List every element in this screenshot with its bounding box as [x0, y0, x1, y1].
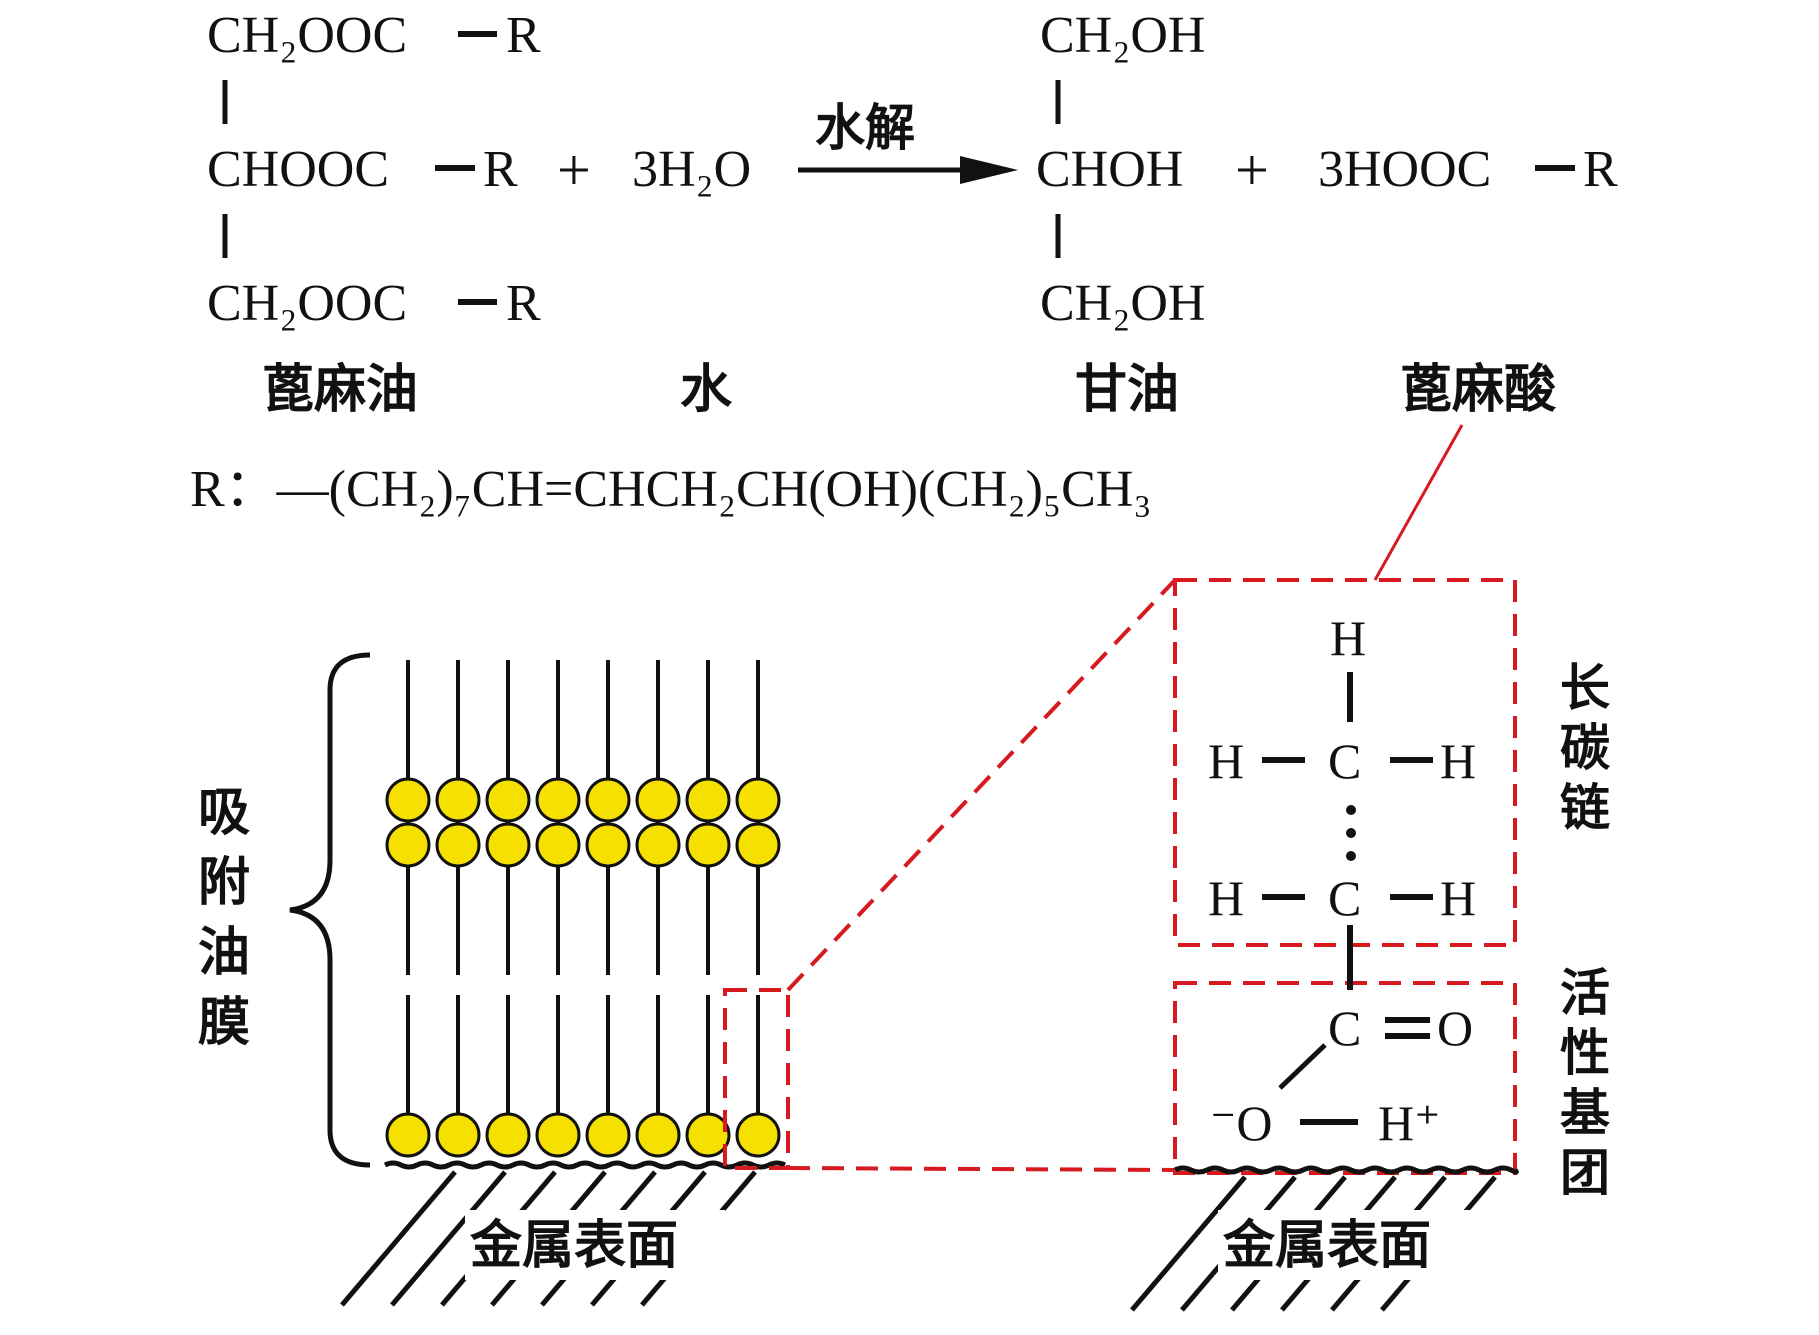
bond-line	[1278, 1043, 1327, 1090]
label-backdrop	[1218, 1210, 1478, 1280]
reactant-top-R: R	[506, 7, 541, 64]
polar-head-icon	[635, 822, 681, 868]
atom-H-plus: H⁺	[1378, 1095, 1441, 1151]
label-backdrop	[465, 1210, 725, 1280]
polar-head-icon	[535, 822, 581, 868]
atom-H-top: H	[1330, 610, 1366, 666]
metal-surface-line	[1173, 1165, 1519, 1175]
polar-head-icon	[485, 1112, 531, 1158]
name-water: 水	[680, 360, 733, 420]
glycerol-bottom: CH₂OH	[1040, 275, 1205, 332]
polar-head-icon	[385, 777, 431, 823]
acid-formula: 3HOOC	[1318, 141, 1491, 198]
amphiphile-molecule	[685, 660, 731, 1158]
amphiphile-molecule	[485, 660, 531, 1158]
zoom-surface-label: 金属表面	[1222, 1216, 1431, 1276]
adsorbed-oil-film: 吸 附 油 膜 金属表面	[198, 652, 787, 1307]
ellipsis-dot	[1346, 828, 1356, 838]
long-chain-label: 长 碳 链	[1560, 659, 1627, 837]
name-glycerol: 甘油	[1075, 360, 1179, 420]
glycerol-middle: CHOH	[1036, 141, 1183, 198]
polar-head-icon	[585, 777, 631, 823]
reaction-arrow-head-icon	[960, 156, 1018, 184]
plus-sign: +	[1235, 137, 1269, 203]
polar-head-icon	[385, 1112, 431, 1158]
polar-head-icon	[685, 1112, 731, 1158]
active-group-label: 活 性 基 团	[1560, 964, 1627, 1202]
metal-surface-label: 金属表面	[469, 1216, 678, 1276]
water-formula: 3H₂O	[632, 141, 751, 198]
polar-head-icon	[535, 777, 581, 823]
zoom-connector-line	[787, 1166, 1176, 1172]
long-chain-box	[1173, 578, 1517, 947]
name-castor-oil: 蓖麻油	[262, 360, 418, 420]
atom-H: H	[1440, 870, 1476, 926]
active-group-box	[1173, 981, 1517, 1175]
glycerol-top: CH₂OH	[1040, 7, 1205, 64]
reactant-top: CH₂OOC	[207, 7, 407, 64]
plus-sign: +	[557, 137, 591, 203]
polar-head-icon	[735, 1112, 781, 1158]
acid-R: R	[1583, 141, 1618, 198]
reactant-bottom-R: R	[506, 275, 541, 332]
atom-O-minus: ⁻O	[1210, 1095, 1273, 1151]
reactant-middle: CHOOC	[207, 141, 389, 198]
polar-head-icon	[485, 777, 531, 823]
zoom-callout	[723, 424, 1464, 1172]
polar-head-icon	[585, 1112, 631, 1158]
zoomed-molecule: H H C H H C H C O ⁻O H⁺ 长 碳 链 活 性	[1130, 578, 1627, 1312]
polar-head-icon	[435, 1112, 481, 1158]
name-ricinoleic-acid: 蓖麻酸	[1400, 360, 1557, 420]
polar-head-icon	[635, 1112, 681, 1158]
amphiphile-molecule	[735, 660, 781, 1158]
polar-head-icon	[735, 777, 781, 823]
amphiphile-molecule	[635, 660, 681, 1158]
polar-head-icon	[585, 822, 631, 868]
polar-head-icon	[685, 777, 731, 823]
polar-head-icon	[485, 822, 531, 868]
metal-surface-line	[383, 1160, 787, 1170]
polar-head-icon	[635, 777, 681, 823]
ellipsis-dot	[1346, 851, 1356, 861]
zoom-connector-line	[786, 578, 1177, 992]
atom-C: C	[1328, 870, 1361, 926]
atom-H: H	[1440, 733, 1476, 789]
r-definition: R：—(CH₂)₇CH=CHCH₂CH(OH)(CH₂)₅CH₃	[190, 461, 1151, 518]
brace-icon	[289, 652, 371, 1168]
hatch-line	[1130, 1175, 1247, 1312]
polar-head-icon	[735, 822, 781, 868]
reactant-middle-R: R	[483, 141, 518, 198]
hatch-line	[340, 1170, 457, 1307]
polar-head-icon	[685, 822, 731, 868]
atom-C: C	[1328, 733, 1361, 789]
arrow-label: 水解	[815, 99, 915, 157]
atom-H: H	[1208, 870, 1244, 926]
film-molecules	[385, 660, 781, 1158]
amphiphile-molecule	[385, 660, 431, 1158]
zoom-source-box	[723, 988, 790, 1170]
polar-head-icon	[435, 822, 481, 868]
brace-label: 吸 附 油 膜	[198, 783, 268, 1053]
polar-head-icon	[435, 777, 481, 823]
amphiphile-molecule	[435, 660, 481, 1158]
atom-C-carboxyl: C	[1328, 1000, 1361, 1056]
reactant-bottom: CH₂OOC	[207, 275, 407, 332]
polar-head-icon	[385, 822, 431, 868]
amphiphile-molecule	[535, 660, 581, 1158]
acid-pointer-line	[1373, 424, 1464, 581]
polar-head-icon	[535, 1112, 581, 1158]
hydrolysis-equation: CH₂OOC R CHOOC R CH₂OOC R + 3H₂O 水解 CH₂O…	[190, 7, 1618, 518]
amphiphile-molecule	[585, 660, 631, 1158]
atom-H: H	[1208, 733, 1244, 789]
ellipsis-dot	[1346, 805, 1356, 815]
hatch-line	[390, 1170, 507, 1307]
atom-O-carbonyl: O	[1437, 1000, 1473, 1056]
